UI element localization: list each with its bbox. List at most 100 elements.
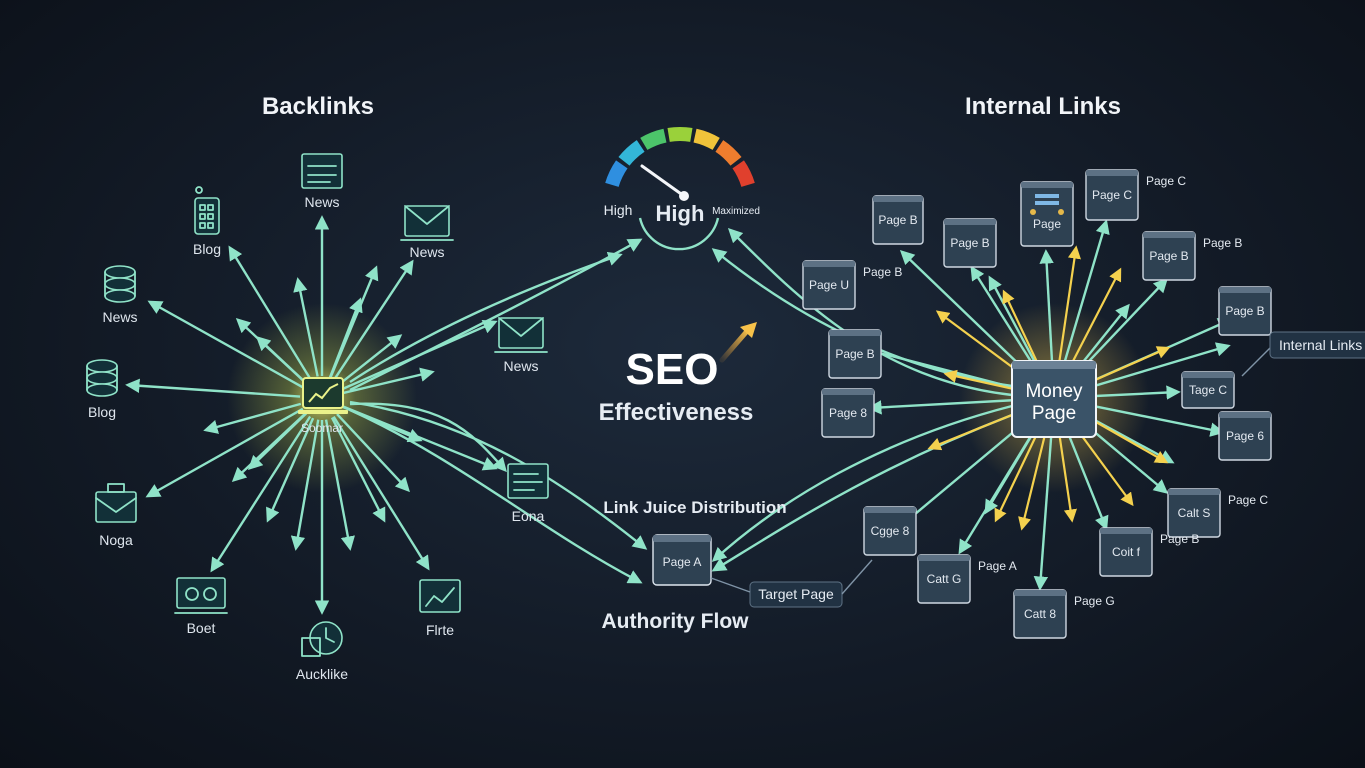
backlink-source[interactable]: Blog <box>193 186 221 257</box>
page-box-label: Page 6 <box>1226 429 1264 443</box>
backlink-source[interactable]: Eona <box>507 463 549 524</box>
backlink-spoke-arrow <box>228 245 312 380</box>
backlink-source[interactable]: News <box>400 205 454 260</box>
internal-page-node[interactable]: Page B <box>828 329 882 379</box>
internal-link-arrow <box>1077 277 1168 373</box>
target-page-node[interactable]: Page A <box>652 534 712 586</box>
page-titlebar <box>1143 232 1195 238</box>
money-page-node[interactable]: Money Page <box>1011 360 1097 438</box>
page-titlebar <box>873 196 923 202</box>
backlink-source-label: News <box>304 194 339 210</box>
backlink-source[interactable]: Blog <box>86 359 118 420</box>
authority-flow-label: Authority Flow <box>602 610 750 633</box>
internal-link-arrow <box>1033 433 1053 591</box>
backlink-spoke-arrow <box>324 419 355 551</box>
internal-link-arrow <box>865 345 1020 391</box>
edge-layer <box>125 215 1233 615</box>
internal-page-node[interactable]: Page B <box>872 195 924 245</box>
gauge-right-label: Maximized <box>712 206 760 217</box>
internal-link-arrow <box>1088 342 1231 389</box>
backlink-source[interactable]: Boet <box>174 577 228 636</box>
backlink-source[interactable]: News <box>301 153 343 210</box>
internal-page-node[interactable]: Page B <box>943 218 997 268</box>
page-box-label: Tage C <box>1189 383 1227 397</box>
callout-box <box>1269 331 1365 359</box>
authority-arrow <box>1058 433 1077 523</box>
internal-link-arrow <box>867 398 1019 415</box>
backlink-spoke-arrow <box>332 416 430 571</box>
internal-links-callout: Internal Links <box>1241 331 1365 377</box>
backlink-spoke-arrow <box>145 407 304 498</box>
internal-link-arrow <box>1066 430 1109 531</box>
authority-arrow <box>1074 426 1134 507</box>
database-icon <box>104 265 136 303</box>
seo-title: SEO <box>626 345 719 394</box>
backlink-source-label: Aucklike <box>296 666 348 682</box>
internal-page-node[interactable]: Cgge 8 <box>863 506 917 556</box>
backlink-source[interactable]: Noga <box>95 483 137 548</box>
money-to-target-arrow <box>711 404 1013 562</box>
authority-arrow <box>994 430 1040 523</box>
glasses-screen-icon <box>174 577 228 614</box>
gauge-segment <box>618 140 645 166</box>
gauge-segment <box>715 140 742 166</box>
backlink-source[interactable]: Flrte <box>419 579 461 638</box>
internal-link-arrow <box>988 275 1039 367</box>
money-page-label-line2: Page <box>1032 403 1076 424</box>
internal-link-arrow <box>1063 219 1110 364</box>
page-box-label: Page B <box>1225 304 1264 318</box>
seo-trend-arrow-shaft <box>719 327 751 363</box>
backlink-source[interactable]: Aucklike <box>296 621 348 682</box>
internal-link-arrow <box>1039 249 1054 363</box>
backlink-source-label: Blog <box>88 404 116 420</box>
target-page-label: Page A <box>663 555 702 569</box>
money-to-target-arrow <box>711 413 1013 572</box>
authority-arrow <box>943 369 1020 392</box>
internal-link-arrow <box>1075 303 1130 371</box>
backlink-spoke-arrow <box>266 417 315 523</box>
backlink-spoke-arrow <box>290 419 320 551</box>
database-icon <box>86 359 118 397</box>
mail-bag-icon <box>95 483 137 523</box>
backlink-spoke-arrow <box>338 334 403 386</box>
backlink-source[interactable]: News <box>494 317 548 374</box>
page-box-label: Page B <box>1149 249 1188 263</box>
page-titlebar <box>1086 170 1138 176</box>
internal-page-node[interactable]: Tage C <box>1181 371 1235 409</box>
page-titlebar <box>1014 590 1066 596</box>
gauge-left-label: High <box>604 202 633 218</box>
gauge-segment <box>693 128 720 150</box>
seo-trend-arrow-head <box>740 322 757 338</box>
page-titlebar <box>803 261 855 267</box>
backlink-source[interactable]: News <box>102 265 138 325</box>
seo-subtitle: Effectiveness <box>599 399 754 426</box>
page-box-label: Page <box>1033 217 1061 231</box>
backlink-spoke-arrow <box>343 367 435 395</box>
gauge-segment <box>640 128 667 150</box>
chart-screen-icon <box>419 579 461 613</box>
internal-link-arrow <box>899 250 1029 374</box>
page-box-label: Page U <box>809 278 849 292</box>
authority-arrow <box>1018 432 1047 531</box>
page-box-label: Cgge 8 <box>871 524 910 538</box>
internal-page-node[interactable]: Page 6 <box>1218 411 1272 461</box>
flow-to-target-arrow <box>349 400 648 550</box>
backlink-spoke-arrow <box>203 402 302 434</box>
internal-page-node[interactable]: Page 8 <box>821 388 875 438</box>
backlinks-hub-label: Soomar <box>301 421 343 435</box>
page-box-label: Page C <box>1092 188 1132 202</box>
internal-page-node[interactable]: Page <box>1020 181 1074 247</box>
backlink-source-label: Eona <box>512 508 545 524</box>
page-titlebar <box>944 219 996 225</box>
page-box-label: Page B <box>835 347 874 361</box>
internal-page-node[interactable]: Page B <box>1218 286 1272 336</box>
page-side-label: Page A <box>978 559 1017 573</box>
